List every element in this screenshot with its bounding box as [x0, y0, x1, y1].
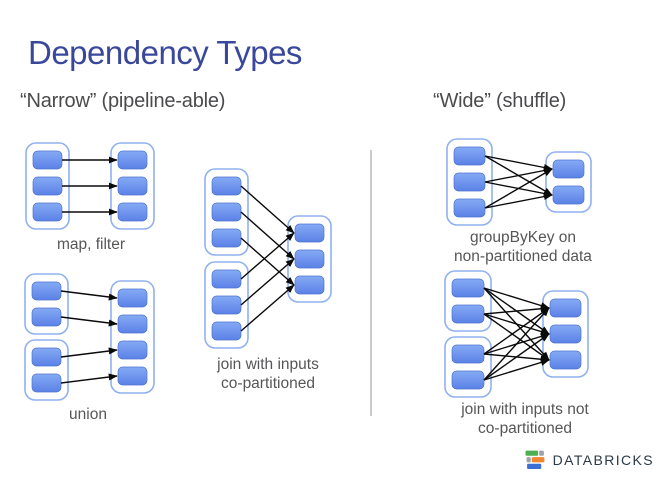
section-divider: [370, 150, 372, 416]
dependency-arrow: [60, 290, 118, 301]
databricks-logo: DATABRICKS: [525, 450, 654, 470]
partition-box: [211, 176, 242, 196]
partition-box: [294, 249, 325, 269]
partition-box: [453, 198, 486, 218]
partition-box: [211, 321, 242, 341]
databricks-bricks-icon: [525, 450, 544, 470]
partition-box: [117, 202, 148, 222]
partition-container: [110, 280, 155, 394]
partition-box: [549, 350, 582, 370]
section-heading-narrow: “Narrow” (pipeline-able): [20, 90, 226, 112]
diagram-caption-map-filter: map, filter: [56, 236, 126, 253]
dependency-arrow: [484, 168, 553, 209]
partition-box: [451, 304, 485, 324]
partition-box: [117, 314, 148, 334]
diagram-caption-union: union: [69, 406, 107, 423]
partition-box: [117, 288, 148, 308]
partition-box: [32, 202, 63, 222]
partition-box: [32, 150, 63, 170]
partition-box: [451, 278, 485, 298]
partition-box: [549, 298, 582, 318]
dependency-arrow: [240, 211, 295, 260]
dependency-arrow: [484, 167, 553, 183]
partition-box: [31, 281, 62, 301]
dependency-arrow: [240, 232, 295, 280]
partition-box: [552, 159, 585, 179]
partition-box: [31, 347, 62, 367]
partition-box: [552, 185, 585, 205]
dependency-arrow: [60, 347, 118, 358]
dependency-arrow: [60, 316, 118, 327]
dependency-arrow: [483, 313, 550, 361]
partition-box: [451, 344, 485, 364]
dependency-arrow: [483, 305, 550, 315]
partition-box: [211, 228, 242, 248]
dependency-arrow: [240, 185, 295, 234]
partition-box: [31, 307, 62, 327]
section-heading-wide: “Wide” (shuffle): [433, 90, 567, 112]
dependency-arrow: [484, 193, 553, 209]
partition-box: [117, 150, 148, 170]
dependency-arrow: [240, 258, 295, 306]
dependency-arrow: [483, 307, 550, 355]
partition-box: [117, 340, 148, 360]
partition-box: [294, 223, 325, 243]
partition-box: [31, 373, 62, 393]
dependency-arrow: [60, 373, 118, 384]
partition-box: [211, 269, 242, 289]
databricks-logo-text: DATABRICKS: [552, 452, 654, 468]
dependency-arrow: [484, 155, 553, 171]
partition-box: [117, 366, 148, 386]
partition-box: [211, 202, 242, 222]
dependency-arrow: [483, 333, 550, 381]
diagram-caption-join-co-partitioned: join with inputs co-partitioned: [217, 356, 319, 392]
slide-title: Dependency Types: [28, 34, 302, 72]
partition-box: [451, 370, 485, 390]
dependency-arrow: [483, 287, 550, 309]
diagram-caption-groupbykey: groupByKey on non-partitioned data: [454, 229, 592, 265]
dependency-arrow: [483, 307, 550, 381]
dependency-arrow: [240, 237, 295, 286]
partition-box: [294, 275, 325, 295]
partition-box: [117, 176, 148, 196]
partition-box: [453, 172, 486, 192]
partition-box: [211, 295, 242, 315]
dependency-arrow: [240, 284, 295, 332]
partition-box: [453, 146, 486, 166]
diagram-caption-join-not-co-partitioned: join with inputs not co-partitioned: [461, 401, 589, 437]
partition-box: [32, 176, 63, 196]
partition-box: [549, 324, 582, 344]
dependency-arrow: [483, 359, 550, 381]
dependency-arrow: [483, 313, 550, 335]
